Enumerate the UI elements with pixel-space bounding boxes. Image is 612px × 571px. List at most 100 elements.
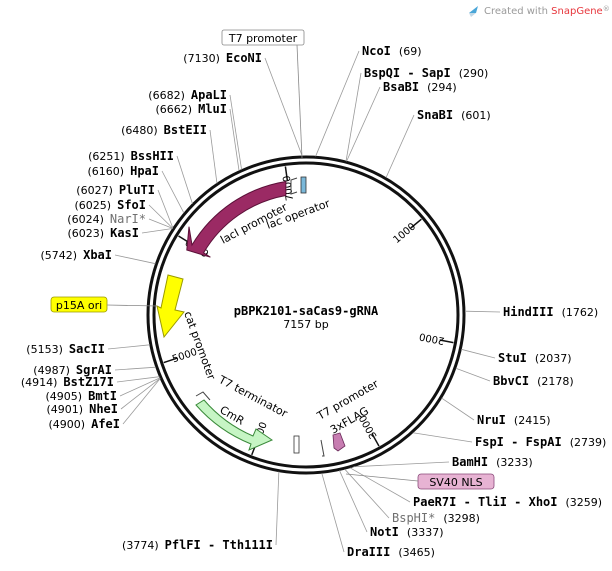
site-position: (3337) <box>407 526 444 539</box>
site-position: (4987) <box>33 364 70 377</box>
p15A-ori-arrow <box>156 274 185 339</box>
site-leader-line <box>119 377 161 397</box>
site-leader-line <box>346 86 381 162</box>
site-name: BbvCI <box>493 374 529 388</box>
site-leader-line <box>161 170 185 214</box>
site-leader-line <box>141 228 173 234</box>
restriction-site: KasI(6023) <box>68 226 139 240</box>
restriction-site: SacII (5153) <box>26 342 105 356</box>
site-position: (6025) <box>75 199 112 212</box>
site-position: (3465) <box>398 546 435 559</box>
site-leader-line <box>229 108 240 171</box>
site-name: BamHI <box>452 455 488 469</box>
site-leader-line <box>349 467 411 503</box>
site-position: (2178) <box>537 375 574 388</box>
site-position: (3259) <box>566 496 603 509</box>
plasmid-length: 7157 bp <box>283 318 328 331</box>
restriction-site: BspHI* (3298) <box>392 511 480 525</box>
site-position: (5153) <box>26 343 63 356</box>
cat-promoter-arrow <box>195 391 211 401</box>
backbone <box>146 155 466 475</box>
T7-promoter-arrow <box>320 439 325 457</box>
site-leader-line <box>148 204 174 229</box>
restriction-site: NotI(3337) <box>370 525 443 539</box>
site-name: HindIII <box>503 305 554 319</box>
restriction-site: PaeR7I - TliI - XhoI (3259) <box>413 495 602 509</box>
svg-text:SV40 NLS: SV40 NLS <box>429 476 482 489</box>
site-name: PluTI <box>119 183 155 197</box>
site-name: SnaBI <box>417 108 453 122</box>
site-leader-line <box>412 432 473 443</box>
restriction-site: BmtI(4905) <box>46 389 117 403</box>
site-leader-line <box>176 155 193 204</box>
site-name: NcoI <box>362 44 391 58</box>
lacI-promoter-arrow <box>290 177 298 195</box>
restriction-site: MluI (6662) <box>156 102 227 116</box>
site-name: PflFI - Tth111I <box>165 538 273 552</box>
restriction-site: BsaBI(294) <box>383 80 457 94</box>
site-name: AfeI <box>91 417 120 431</box>
site-name: BmtI <box>88 389 117 403</box>
site-name: ApaLI <box>191 88 227 102</box>
restriction-site: BamHI (3233) <box>452 455 533 469</box>
site-name: HpaI <box>130 164 159 178</box>
site-position: (6027) <box>76 184 113 197</box>
site-position: (2415) <box>514 414 551 427</box>
site-leader-line <box>264 57 303 157</box>
site-position: (6160) <box>88 165 125 178</box>
site-leader-line <box>275 471 280 546</box>
lacI-arrow <box>186 180 287 258</box>
restriction-site: BspQI - SapI(290) <box>364 66 488 80</box>
snapgene-watermark: Created with SnapGene® <box>469 5 610 17</box>
site-name: SfoI <box>117 198 146 212</box>
site-leader-line <box>107 344 150 350</box>
site-position: (294) <box>427 81 457 94</box>
site-name: BspHI* <box>392 511 435 525</box>
restriction-site: SnaBI(601) <box>417 108 491 122</box>
svg-text:T7 promoter: T7 promoter <box>228 32 298 45</box>
restriction-site: BbvCI (2178) <box>493 374 574 388</box>
site-name: SacII <box>69 342 105 356</box>
T7-terminator-box <box>293 435 300 454</box>
site-leader-line <box>345 72 362 162</box>
site-position: (3233) <box>496 456 533 469</box>
site-leader-line <box>321 473 345 553</box>
site-leader-line <box>461 348 496 359</box>
site-position: (69) <box>399 45 422 58</box>
restriction-site: NruI(2415) <box>477 413 550 427</box>
restriction-site: ApaLI (6682) <box>148 88 227 102</box>
site-leader-line <box>344 468 390 519</box>
tick-mark <box>439 339 454 344</box>
site-position: (7130) <box>183 52 220 65</box>
site-name: PaeR7I - TliI - XhoI <box>413 495 558 509</box>
site-name: BstZ17I <box>63 375 114 389</box>
site-position: (1762) <box>562 306 599 319</box>
site-position: (6662) <box>156 103 193 116</box>
site-leader-line <box>122 378 161 425</box>
restriction-site: PflFI - Tth111I(3774) <box>122 538 273 552</box>
site-leader-line <box>157 189 174 229</box>
restriction-site: SfoI (6025) <box>75 198 146 212</box>
sv40-nls-label: SV40 NLS <box>345 473 495 490</box>
site-position: (6682) <box>148 89 185 102</box>
restriction-site: BstZ17I(4914) <box>21 375 114 389</box>
site-name: MluI <box>198 102 227 116</box>
site-name: KasI <box>110 226 139 240</box>
p15A-ori-label: p15A ori <box>50 296 158 313</box>
site-position: (4901) <box>47 403 84 416</box>
site-position: (3298) <box>443 512 480 525</box>
CmR-arrow <box>195 399 274 451</box>
site-name: BssHII <box>131 149 174 163</box>
site-leader-line <box>148 218 173 229</box>
restriction-site: BstEII(6480) <box>121 123 207 137</box>
tick-label: 1000 <box>391 221 418 246</box>
site-name: XbaI <box>83 248 112 262</box>
tick-mark <box>163 357 178 364</box>
restriction-site: DraIII (3465) <box>347 545 435 559</box>
site-name: DraIII <box>347 545 390 559</box>
site-name: EcoNI <box>226 51 262 65</box>
site-leader-lines <box>107 50 501 553</box>
site-leader-line <box>464 310 501 313</box>
snapgene-logo-icon <box>469 6 478 17</box>
site-leader-line <box>353 461 450 468</box>
